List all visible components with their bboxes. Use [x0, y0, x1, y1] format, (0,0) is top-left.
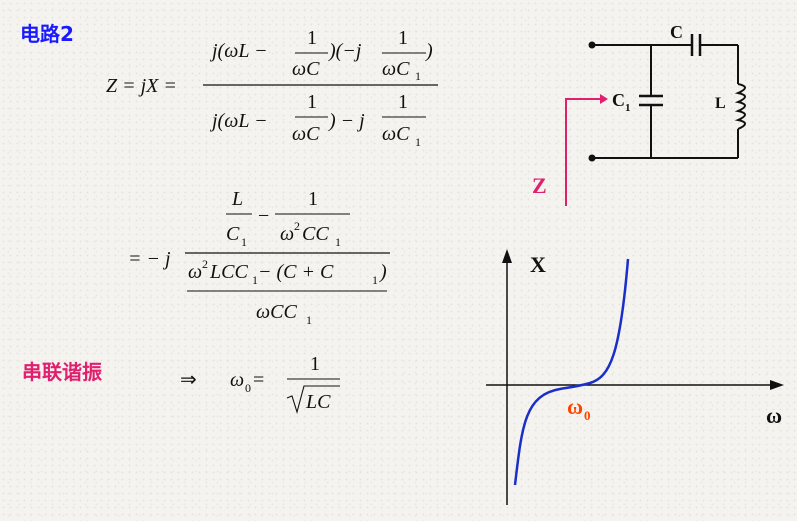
formula-block: Z = jX = j(ωL − 1 ωC )(−j 1 ωC 1 ) j(ωL … [106, 27, 438, 414]
f1-num-one-b: 1 [398, 27, 408, 49]
f1-den-sub: 1 [415, 135, 421, 149]
eq2-prefix: = − j [128, 248, 171, 270]
f1-num-a: j(ωL − [209, 40, 268, 62]
eq2-minus: − [258, 205, 269, 227]
f1-num-sub: 1 [415, 69, 421, 83]
f1-num-close: ) [425, 40, 433, 62]
label-series-cap: C [670, 22, 683, 42]
eq2-dn-LCC: LCC [209, 261, 248, 283]
circuit-diagram: C C 1 L Z [532, 22, 746, 206]
graph-y-label: X [530, 252, 546, 277]
eq2-dd-omegaCC: ωCC [256, 301, 297, 323]
graph-x-label: ω [766, 403, 782, 428]
eq2-sq: 2 [294, 219, 300, 233]
reactance-graph: X ω ω 0 [486, 249, 784, 505]
label-impedance: Z [532, 173, 547, 198]
eq2-dn-rest: − (C + C [258, 261, 334, 283]
eq2-dn-close: ) [379, 261, 387, 283]
inductor-coil [734, 83, 746, 130]
f1-den-a: j(ωL − [209, 110, 268, 132]
slide-title: 电路2 [20, 22, 74, 46]
f1-num-b: )(−j [328, 40, 362, 62]
f1-den-b: ) − j [328, 110, 365, 132]
omega0-LC: LC [305, 391, 331, 413]
f1-num-one-a: 1 [307, 27, 317, 49]
eq2-CC-sub: 1 [335, 235, 341, 249]
f1-den-omegaC-a: ωC [292, 123, 320, 145]
formula-lhs: Z = jX = [106, 75, 177, 97]
omega0-sub: 0 [245, 381, 251, 395]
eq2-dn-sub1: 1 [252, 273, 258, 287]
omega0-eq: = [253, 369, 264, 391]
graph-omega0-sub: 0 [584, 408, 591, 423]
reactance-curve [513, 258, 630, 486]
series-resonance-label: 串联谐振 [22, 360, 102, 384]
eq2-dn-omega: ω [188, 261, 202, 283]
f1-den-one-a: 1 [307, 91, 317, 113]
eq2-CC: CC [302, 223, 329, 245]
f1-den-omegaC-b: ωC [382, 123, 410, 145]
eq2-dn-sub2: 1 [372, 273, 378, 287]
eq2-C1-sub: 1 [241, 235, 247, 249]
f1-den-one-b: 1 [398, 91, 408, 113]
label-inductor: L [715, 95, 726, 112]
eq2-C1: C [226, 223, 240, 245]
terminal-top [588, 41, 596, 49]
graph-omega0-label: ω [567, 394, 583, 419]
eq2-one: 1 [308, 188, 318, 210]
sqrt-sign [286, 385, 340, 414]
eq2-dn-sq: 2 [202, 257, 208, 271]
eq2-omega: ω [280, 223, 294, 245]
terminal-bottom [588, 154, 596, 162]
impedance-arrow [565, 98, 600, 206]
eq2-dd-sub: 1 [306, 313, 312, 327]
omega0-one: 1 [310, 353, 320, 375]
implies-symbol: ⇒ [180, 369, 197, 391]
eq2-L: L [231, 188, 243, 210]
label-shunt-cap: C [612, 90, 625, 110]
omega0-omega: ω [230, 369, 244, 391]
f1-num-omegaC-b: ωC [382, 58, 410, 80]
f1-num-omegaC-a: ωC [292, 58, 320, 80]
label-shunt-cap-sub: 1 [625, 102, 631, 114]
